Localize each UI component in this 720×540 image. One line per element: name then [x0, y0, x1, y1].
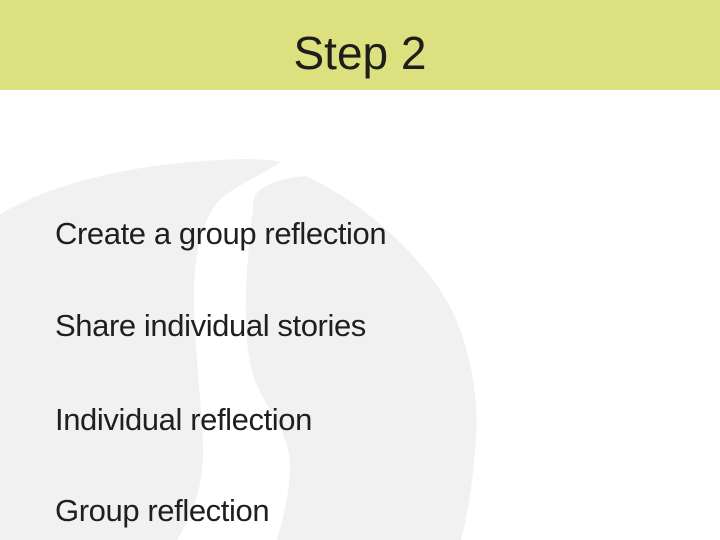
body-area: Create a group reflection Share individu…	[0, 90, 720, 540]
bullet-line: Create a group reflection	[55, 216, 387, 251]
bullet-line: Group reflection	[55, 493, 270, 528]
bullet-line: Share individual stories	[55, 308, 366, 343]
slide-title: Step 2	[293, 27, 427, 79]
bullet-line: Individual reflection	[55, 402, 312, 437]
title-band: Step 2	[0, 0, 720, 90]
